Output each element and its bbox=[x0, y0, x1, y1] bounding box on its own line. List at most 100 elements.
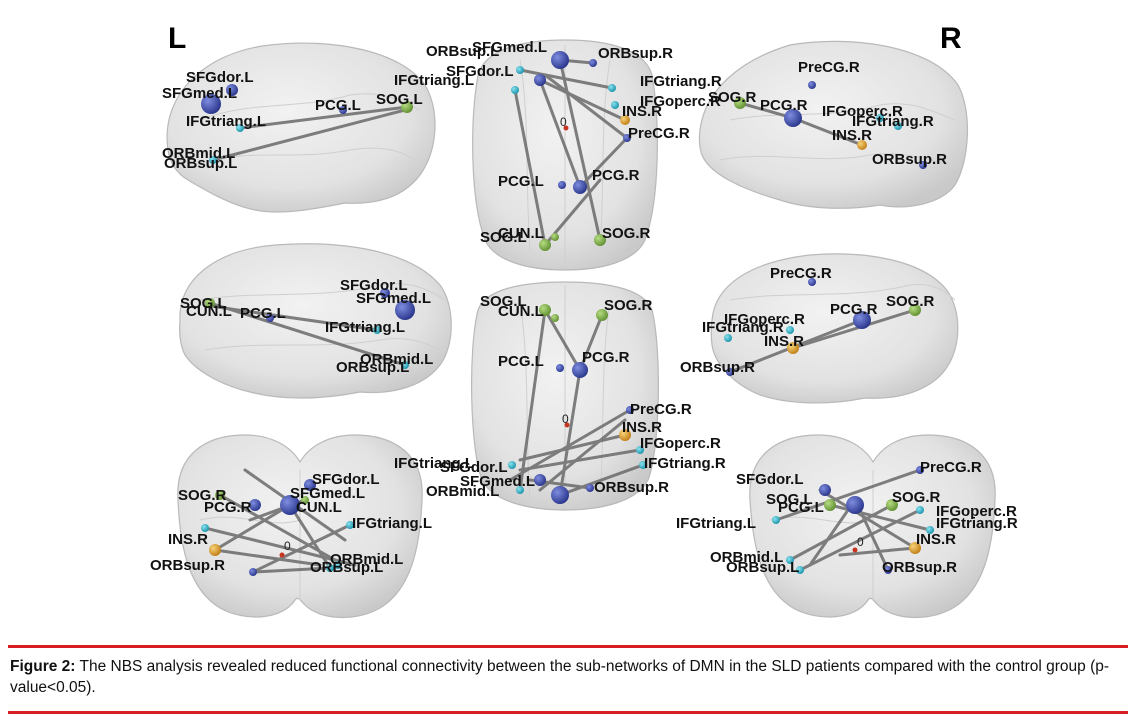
node-label: SFGdor.L bbox=[446, 63, 514, 80]
node-label: SOG.L bbox=[480, 229, 527, 246]
node-label: SOG.R bbox=[708, 89, 757, 106]
node-label: ORBsup.R bbox=[872, 151, 947, 168]
network-nodes bbox=[201, 51, 934, 576]
node-label: CUN.L bbox=[296, 499, 342, 516]
node-label: SOG.L bbox=[180, 295, 227, 312]
node-label: INS.R bbox=[916, 531, 956, 548]
node-ins-r bbox=[909, 542, 921, 554]
node-sfgmed-l bbox=[551, 486, 569, 504]
node-label: SFGdor.L bbox=[312, 471, 380, 488]
node-label: IFGoperc.R bbox=[724, 311, 805, 328]
node-label: IFGtriang.L bbox=[186, 113, 266, 130]
node-label: CUN.L bbox=[186, 303, 232, 320]
node-label: IFGoperc.R bbox=[640, 435, 721, 452]
node-label: IFGtriang.L bbox=[676, 515, 756, 532]
node-label: SOG.R bbox=[892, 489, 941, 506]
node-orbmid-l bbox=[326, 564, 334, 572]
node-zero bbox=[563, 125, 569, 131]
node-precg-r bbox=[626, 406, 634, 414]
node-pcg-r bbox=[784, 109, 802, 127]
node-sog-r bbox=[594, 234, 606, 246]
node-sog-l bbox=[205, 298, 215, 308]
node-pcg-l bbox=[558, 181, 566, 189]
node-orbmid-l bbox=[209, 156, 217, 164]
node-label: IFGtriang.R bbox=[936, 515, 1018, 532]
node-orbsup-r bbox=[726, 368, 734, 376]
caption-label: Figure 2: bbox=[10, 658, 76, 675]
node-ifgtriang-r bbox=[608, 84, 616, 92]
node-zero bbox=[852, 547, 858, 553]
node-ins-r bbox=[620, 115, 630, 125]
node-label: INS.R bbox=[832, 127, 872, 144]
node-ifgtriang-r bbox=[894, 122, 902, 130]
node-ins-r bbox=[209, 544, 221, 556]
node-ifgoperc-r bbox=[636, 446, 644, 454]
node-orbsup-r bbox=[919, 161, 927, 169]
node-sog-r bbox=[886, 499, 898, 511]
node-sfgdor-l bbox=[380, 288, 390, 298]
zero-marker: 0 bbox=[857, 535, 864, 549]
node-label: INS.R bbox=[764, 333, 804, 350]
node-label: IFGtriang.R bbox=[852, 113, 934, 130]
node-label: CUN.L bbox=[498, 303, 544, 320]
node-orbmid-l bbox=[786, 556, 794, 564]
node-ifgtriang-l bbox=[511, 86, 519, 94]
node-ifgtriang-l bbox=[346, 521, 354, 529]
node-cun-l bbox=[551, 314, 559, 322]
node-sog-r bbox=[215, 490, 225, 500]
node-label: PCG.R bbox=[760, 97, 808, 114]
node-ins-r bbox=[857, 140, 867, 150]
node-ins-r bbox=[619, 429, 631, 441]
node-label: INS.R bbox=[622, 419, 662, 436]
node-label: SOG.L bbox=[376, 91, 423, 108]
caption-text: The NBS analysis revealed reduced functi… bbox=[10, 658, 1110, 696]
node-ifgoperc-l bbox=[201, 524, 209, 532]
node-labels: SFGdor.L SFGmed.L IFGtriang.L PCG.L SOG.… bbox=[150, 39, 1018, 576]
node-label: PreCG.R bbox=[920, 459, 982, 476]
node-label: PCG.R bbox=[592, 167, 640, 184]
node-ifgtriang-r bbox=[926, 526, 934, 534]
node-label: SFGmed.L bbox=[162, 85, 237, 102]
node-label: IFGtriang.L bbox=[394, 455, 474, 472]
node-sfgdor-l bbox=[819, 484, 831, 496]
node-label: IFGtriang.R bbox=[640, 73, 722, 90]
node-pcg-r bbox=[572, 362, 588, 378]
node-label: PCG.L bbox=[315, 97, 361, 114]
node-precg-r bbox=[808, 278, 816, 286]
node-label: SOG.L bbox=[480, 293, 527, 310]
brain-silhouettes bbox=[166, 39, 996, 618]
node-label: PCG.L bbox=[498, 353, 544, 370]
node-orbsup-r bbox=[586, 484, 594, 492]
node-orbsup-r bbox=[249, 568, 257, 576]
node-ifgtriang-r bbox=[639, 461, 647, 469]
node-sog-l bbox=[539, 239, 551, 251]
node-precg-r bbox=[623, 134, 631, 142]
node-label: IFGoperc.R bbox=[822, 103, 903, 120]
node-ifgoperc-r bbox=[611, 101, 619, 109]
node-cun-l bbox=[551, 233, 559, 241]
node-orbsup-r bbox=[589, 59, 597, 67]
node-ifgtriang-l bbox=[508, 461, 516, 469]
node-sfgmed-l bbox=[201, 94, 221, 114]
node-sfgmed-l bbox=[395, 300, 415, 320]
node-ifgoperc-r bbox=[916, 506, 924, 514]
caption-bottom-rule bbox=[8, 711, 1128, 714]
node-label: PCG.L bbox=[498, 173, 544, 190]
node-sfgmed-l bbox=[280, 495, 300, 515]
node-label: SFGdor.L bbox=[340, 277, 408, 294]
node-label: PreCG.R bbox=[798, 59, 860, 76]
node-label: ORBsup.R bbox=[150, 557, 225, 574]
node-label: INS.R bbox=[622, 103, 662, 120]
zero-marker: 0 bbox=[562, 412, 569, 426]
node-sfgdor-l bbox=[304, 479, 316, 491]
brain-right-lateral-top bbox=[698, 40, 969, 209]
node-pcg-l bbox=[339, 106, 347, 114]
node-sog-r bbox=[734, 97, 746, 109]
brain-network-figure: L R 0 0 0 0 SFGdor.L SFGmed.L IFGtriang.… bbox=[150, 22, 1018, 618]
node-precg-r bbox=[808, 81, 816, 89]
node-ins-r bbox=[787, 342, 799, 354]
node-sog-l bbox=[401, 101, 413, 113]
node-orbsup-l bbox=[334, 561, 342, 569]
node-label: PCG.R bbox=[582, 349, 630, 366]
node-cun-l bbox=[301, 496, 309, 504]
